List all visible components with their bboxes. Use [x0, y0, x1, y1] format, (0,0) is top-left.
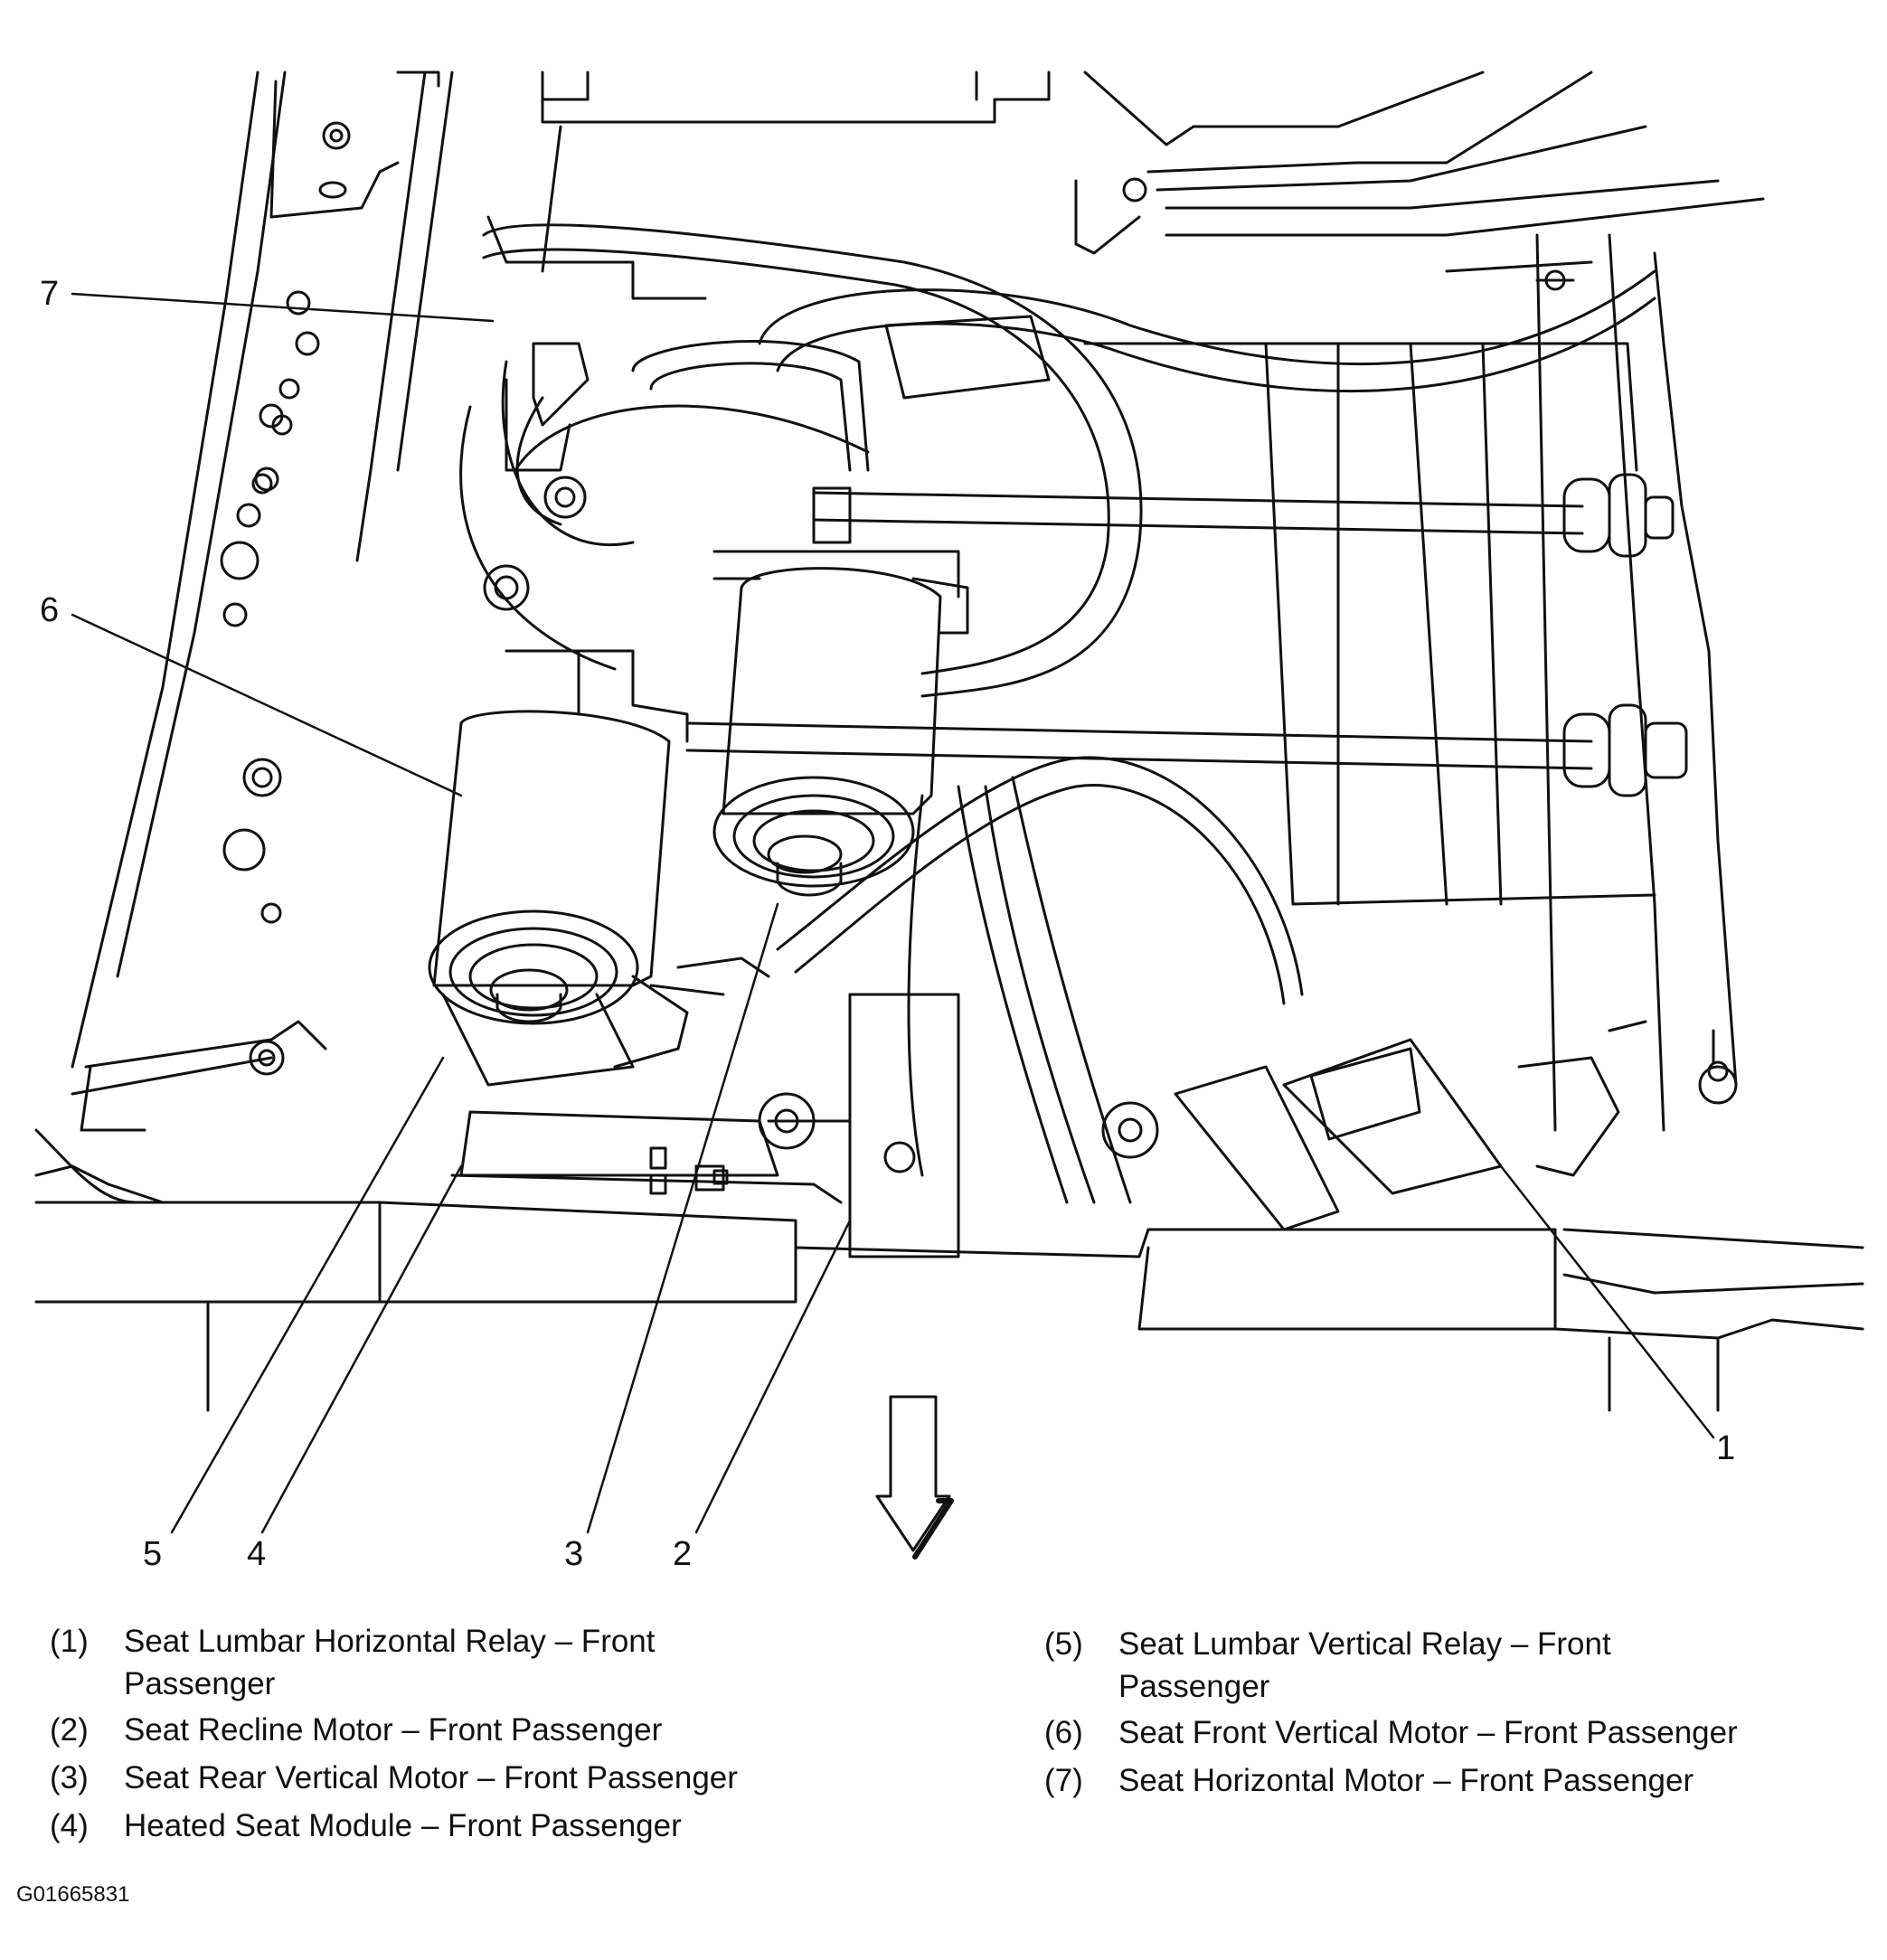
arrow-down-icon: [875, 1395, 954, 1560]
bottom-front-rail: [34, 1128, 1864, 1412]
legend-number: (7): [1044, 1763, 1083, 1798]
legend-label: Seat Lumbar Horizontal Relay – Front Pas…: [124, 1624, 656, 1701]
top-crossmember: [396, 71, 1765, 273]
legend-number: (5): [1044, 1626, 1083, 1662]
legend-label: Seat Recline Motor – Front Passenger: [124, 1712, 663, 1748]
cross-rods: [685, 473, 1688, 797]
seat-rear-vertical-motor: [712, 486, 969, 897]
callout-2: 2: [673, 1535, 693, 1573]
callout-leaders: [71, 292, 1715, 1534]
seat-front-vertical-motor: [428, 649, 689, 1087]
right-seat-rail: [1083, 233, 1738, 1132]
seat-lumbar-horizontal-relay: [1174, 1038, 1620, 1231]
legend-item-1: (1) Seat Lumbar Horizontal Relay – Front…: [50, 1620, 773, 1705]
seat-components-diagram: [34, 71, 1864, 1560]
legend-number: (4): [50, 1808, 89, 1843]
callout-3: 3: [564, 1535, 584, 1573]
legend-label: Seat Lumbar Vertical Relay – Front Passe…: [1118, 1626, 1611, 1704]
callout-7: 7: [40, 275, 60, 313]
legend-item-6: (6) Seat Front Vertical Motor – Front Pa…: [1044, 1711, 1885, 1754]
legend-item-2: (2) Seat Recline Motor – Front Passenger: [50, 1709, 863, 1751]
legend-label: Heated Seat Module – Front Passenger: [124, 1808, 682, 1843]
legend-number: (1): [50, 1624, 89, 1659]
legend-number: (6): [1044, 1715, 1083, 1750]
legend-number: (3): [50, 1760, 89, 1795]
callout-5: 5: [143, 1535, 163, 1573]
legend-label: Seat Rear Vertical Motor – Front Passeng…: [124, 1760, 738, 1795]
legend-item-5: (5) Seat Lumbar Vertical Relay – Front P…: [1044, 1623, 1768, 1708]
lower-wire-harness: [649, 756, 1304, 1204]
callout-6: 6: [40, 591, 60, 629]
legend-number: (2): [50, 1712, 89, 1748]
legend-label: Seat Horizontal Motor – Front Passenger: [1118, 1763, 1694, 1798]
callout-4: 4: [247, 1535, 267, 1573]
upper-wire-harness: [482, 223, 1656, 698]
legend-label: Seat Front Vertical Motor – Front Passen…: [1118, 1715, 1738, 1750]
left-seat-rail: [71, 71, 454, 1132]
legend-item-4: (4) Heated Seat Module – Front Passenger: [50, 1805, 954, 1847]
seat-horizontal-motor-area: [459, 215, 707, 671]
seat-recline-motor-bracket: [758, 993, 1159, 1258]
heated-seat-module: [450, 1110, 843, 1204]
callout-1: 1: [1716, 1429, 1736, 1467]
legend-item-3: (3) Seat Rear Vertical Motor – Front Pas…: [50, 1757, 954, 1799]
figure-id: G01665831: [16, 1882, 130, 1907]
legend-item-7: (7) Seat Horizontal Motor – Front Passen…: [1044, 1759, 1885, 1802]
